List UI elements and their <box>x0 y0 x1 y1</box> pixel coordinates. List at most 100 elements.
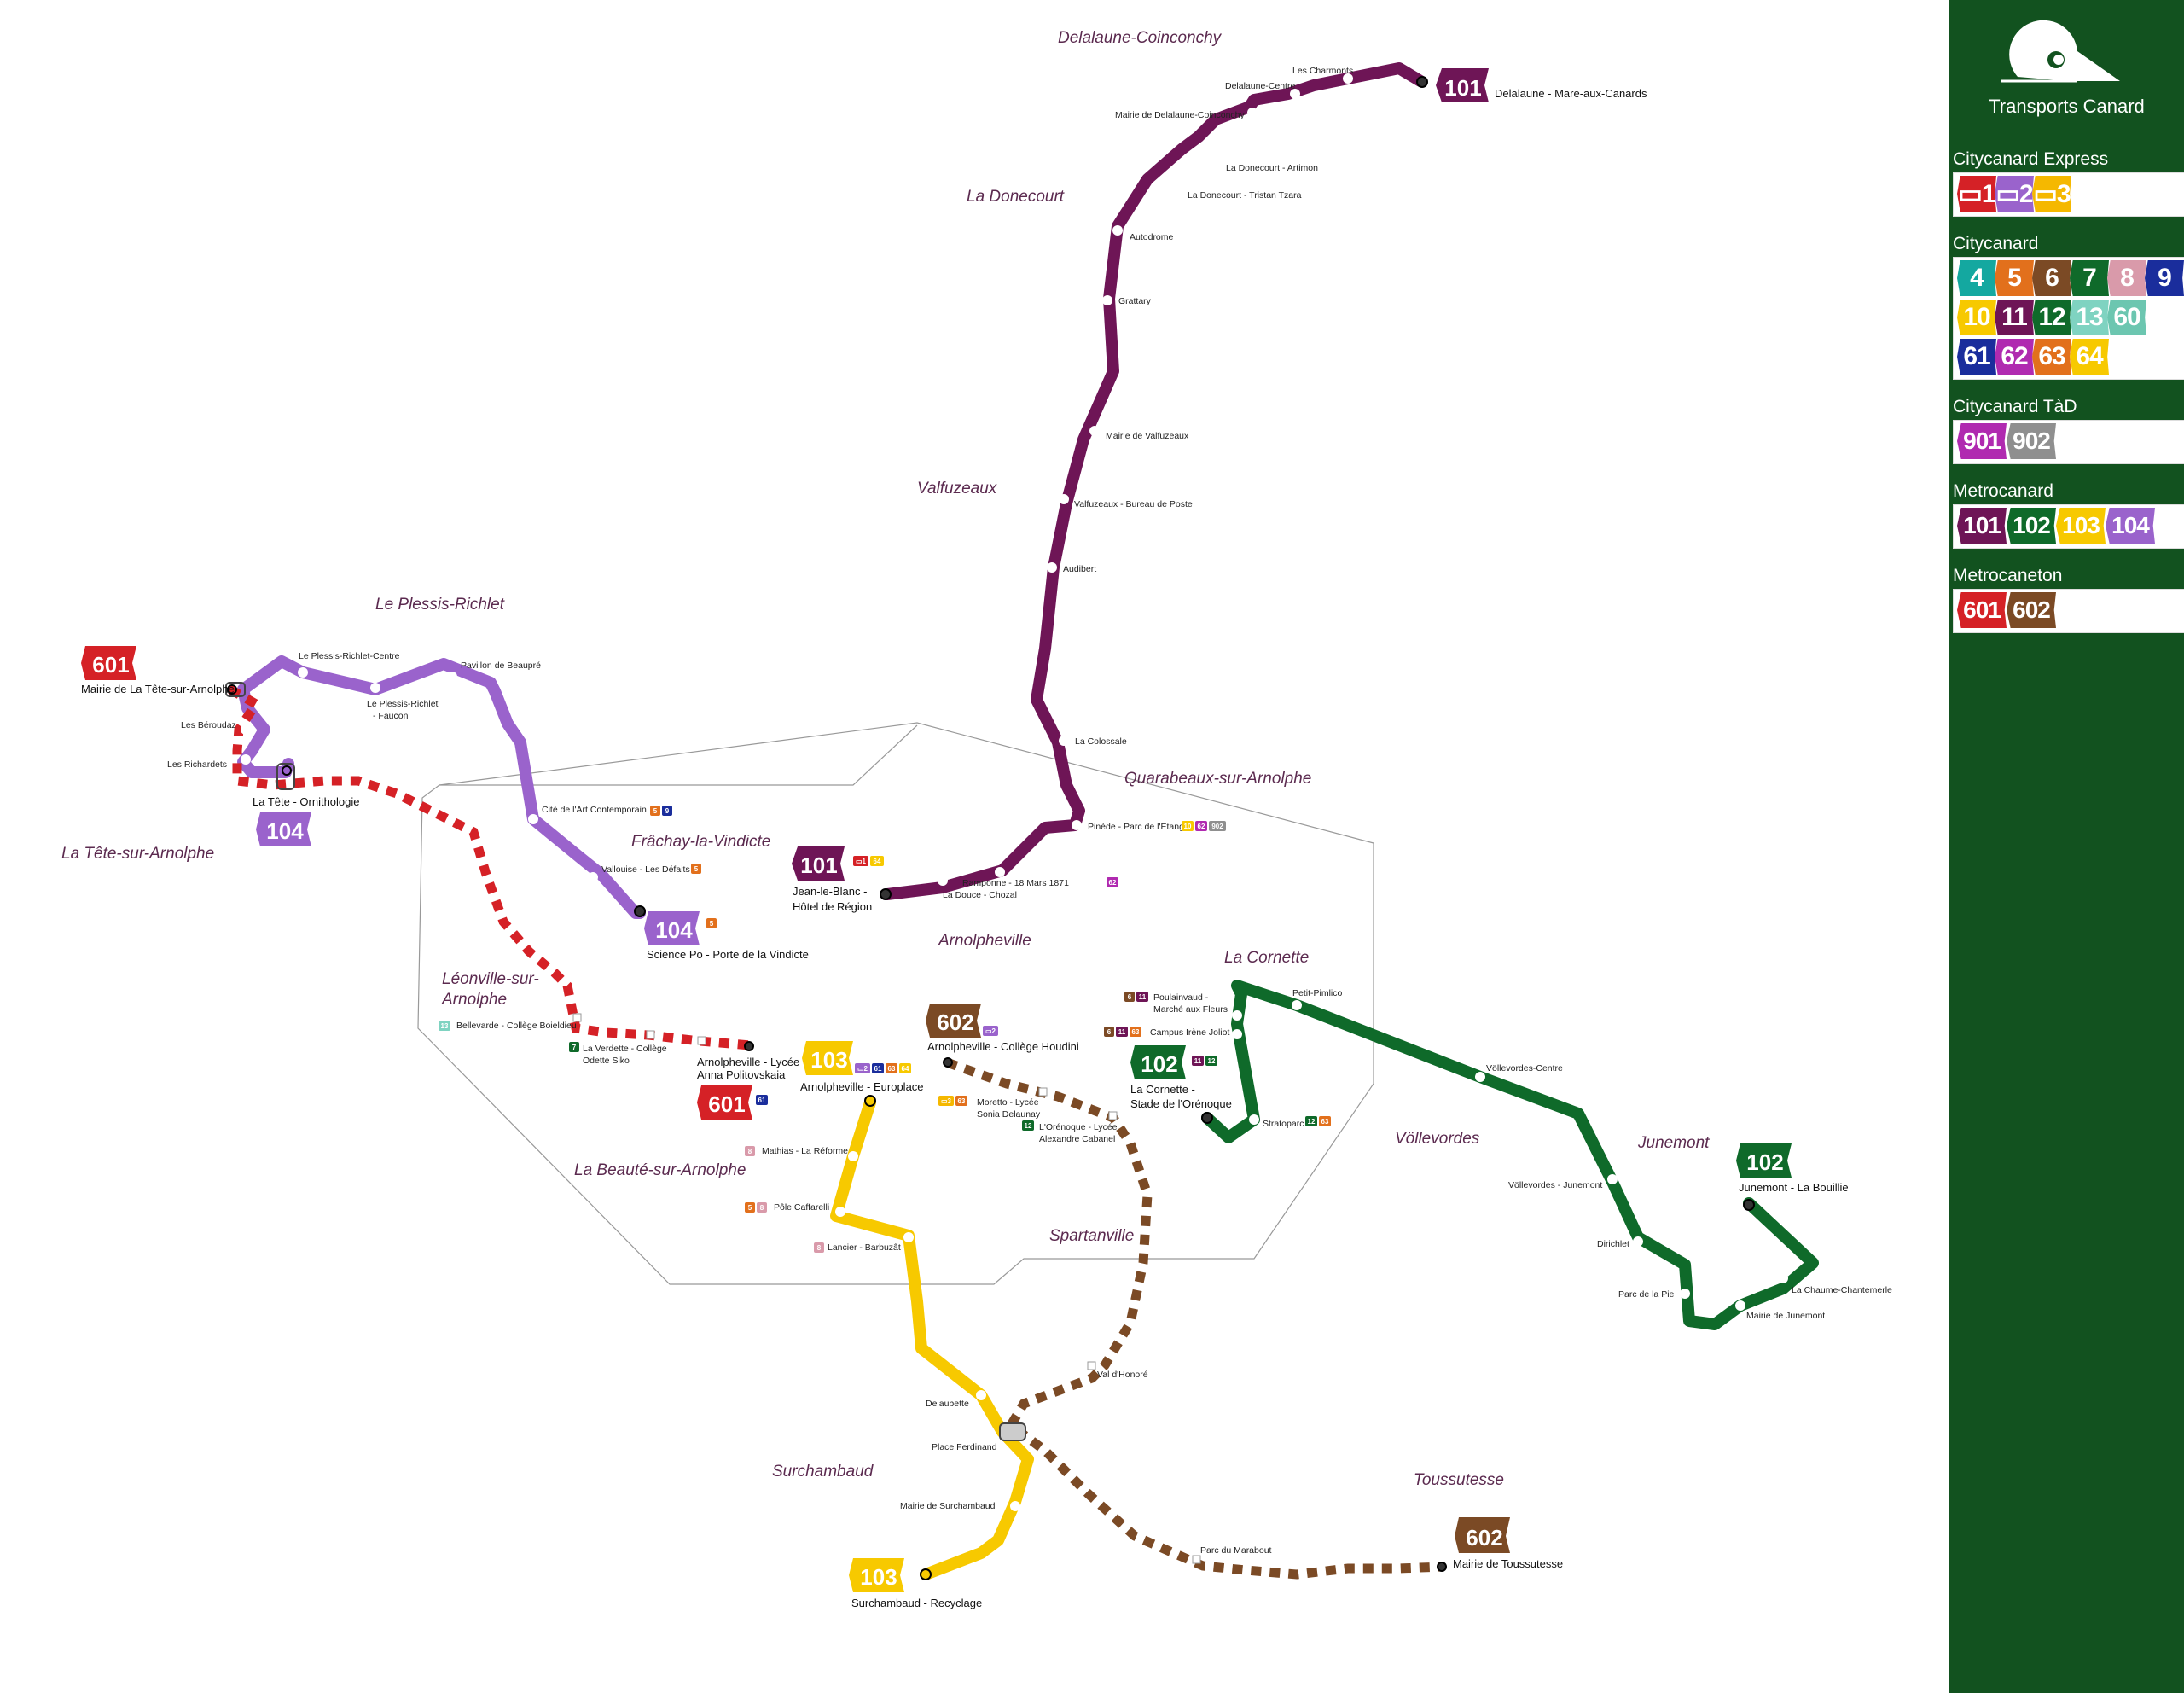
legend-line-badge[interactable]: 63 <box>2032 339 2071 375</box>
svg-text:63: 63 <box>1321 1118 1329 1126</box>
legend-line-badge[interactable]: 104 <box>2106 508 2155 544</box>
legend-line-badge[interactable]: 10 <box>1957 300 1996 335</box>
station-labels: Les Charmonts Delalaune-Centre Mairie de… <box>167 66 1892 1556</box>
svg-text:Parc de la Pie: Parc de la Pie <box>1618 1289 1675 1300</box>
svg-text:101: 101 <box>800 852 837 878</box>
svg-text:L'Orénoque - Lycée: L'Orénoque - Lycée <box>1039 1122 1118 1132</box>
legend-line-badge[interactable]: 7 <box>2070 260 2109 296</box>
svg-text:Science Po - Porte de la Vindi: Science Po - Porte de la Vindicte <box>647 948 809 961</box>
svg-text:601: 601 <box>708 1091 745 1117</box>
svg-text:12: 12 <box>1308 1118 1316 1126</box>
legend-line-badge[interactable]: ▭2 <box>1995 176 2034 212</box>
svg-text:64: 64 <box>874 858 881 865</box>
legend-line-badge[interactable]: 4 <box>1957 260 1996 296</box>
route-badges: 101 101 601 104 104 602 103 601 102 102 … <box>81 68 1792 1592</box>
badge-102: 102 <box>1736 1143 1792 1178</box>
legend-line-badge[interactable]: 5 <box>1995 260 2034 296</box>
svg-text:Mathias - La Réforme: Mathias - La Réforme <box>762 1146 848 1156</box>
svg-text:602: 602 <box>937 1009 973 1035</box>
svg-text:5: 5 <box>694 865 699 873</box>
legend-line-badge[interactable]: 60 <box>2107 300 2146 335</box>
legend-line-badge[interactable]: 64 <box>2070 339 2109 375</box>
svg-text:104: 104 <box>655 917 693 943</box>
svg-text:Pavillon de Beaupré: Pavillon de Beaupré <box>461 660 541 671</box>
badge-601: 601 <box>81 646 136 680</box>
svg-text:Stade de l'Orénoque: Stade de l'Orénoque <box>1130 1097 1232 1110</box>
legend-line-badge[interactable]: 901 <box>1957 423 2007 459</box>
legend-line-badge[interactable]: 61 <box>1957 339 1996 375</box>
svg-text:Mairie de Surchambaud: Mairie de Surchambaud <box>900 1501 996 1511</box>
svg-text:La Donecourt - Tristan Tzara: La Donecourt - Tristan Tzara <box>1188 190 1302 201</box>
town-label: Arnolpheville <box>938 932 1031 950</box>
svg-text:Val d'Honoré: Val d'Honoré <box>1097 1370 1148 1380</box>
svg-text:- Faucon: - Faucon <box>373 711 409 721</box>
badge-102: 102 <box>1130 1045 1186 1079</box>
svg-text:La Tête - Ornithologie: La Tête - Ornithologie <box>253 795 360 808</box>
svg-text:103: 103 <box>810 1047 847 1073</box>
legend-box: ▭1▭2▭3 <box>1953 172 2184 217</box>
svg-text:Vallouise - Les Défaits: Vallouise - Les Défaits <box>601 864 690 875</box>
svg-text:Delalaune - Mare-aux-Canards: Delalaune - Mare-aux-Canards <box>1495 87 1647 100</box>
legend-line-badge[interactable]: 103 <box>2056 508 2106 544</box>
legend-line-badge[interactable]: 6 <box>2032 260 2071 296</box>
svg-text:La Cornette -: La Cornette - <box>1130 1083 1195 1096</box>
svg-text:Audibert: Audibert <box>1063 564 1096 574</box>
legend-title: Metrocanard <box>1953 481 2053 501</box>
badge-103: 103 <box>802 1041 853 1075</box>
svg-text:Pôle Caffarelli: Pôle Caffarelli <box>774 1202 829 1213</box>
svg-text:Odette Siko: Odette Siko <box>583 1056 630 1066</box>
svg-text:Delaubette: Delaubette <box>926 1399 969 1409</box>
town-label: La Tête-sur-Arnolphe <box>61 845 214 863</box>
town-label: Völlevordes <box>1395 1130 1480 1148</box>
legend-line-badge[interactable]: 11 <box>1995 300 2034 335</box>
svg-text:5: 5 <box>653 807 658 815</box>
legend-line-badge[interactable]: 102 <box>2007 508 2056 544</box>
brand-logo: Transports Canard <box>1949 17 2184 117</box>
line-601 <box>228 685 752 1050</box>
svg-text:Stratoparc: Stratoparc <box>1263 1119 1304 1129</box>
svg-text:▭3: ▭3 <box>941 1097 952 1105</box>
svg-text:8: 8 <box>748 1148 752 1155</box>
svg-text:104: 104 <box>266 818 304 844</box>
town-label: Spartanville <box>1049 1227 1134 1245</box>
svg-text:Moretto - Lycée: Moretto - Lycée <box>977 1097 1039 1108</box>
legend-line-badge[interactable]: 13 <box>2070 300 2109 335</box>
svg-text:13: 13 <box>441 1022 449 1030</box>
town-labels: Delalaune-Coinconchy La Donecourt Valfuz… <box>61 29 1710 1489</box>
legend-line-badge[interactable]: 101 <box>1957 508 2007 544</box>
town-label: Léonville-sur- <box>442 970 539 988</box>
brand-name: Transports Canard <box>1989 96 2145 117</box>
legend-line-badge[interactable]: 8 <box>2107 260 2146 296</box>
legend-line-badge[interactable]: 902 <box>2007 423 2056 459</box>
svg-text:6: 6 <box>1128 993 1132 1001</box>
legend-line-badge[interactable]: 62 <box>1995 339 2034 375</box>
town-label: Valfuzeaux <box>917 480 998 497</box>
svg-text:9: 9 <box>665 807 670 815</box>
svg-text:Mairie de Valfuzeaux: Mairie de Valfuzeaux <box>1106 431 1189 441</box>
line-102 <box>1201 980 1819 1330</box>
svg-text:La Colossale: La Colossale <box>1075 736 1127 747</box>
badge-602: 602 <box>1455 1517 1510 1553</box>
svg-text:63: 63 <box>888 1065 896 1073</box>
badge-101: 101 <box>1436 68 1489 102</box>
town-label: La Beauté-sur-Arnolphe <box>574 1161 746 1179</box>
svg-text:63: 63 <box>1132 1028 1140 1036</box>
svg-text:Autodrome: Autodrome <box>1130 232 1174 242</box>
legend-line-badge[interactable]: 602 <box>2007 592 2056 628</box>
legend-line-badge[interactable]: 12 <box>2032 300 2071 335</box>
svg-text:Surchambaud - Recyclage: Surchambaud - Recyclage <box>851 1597 982 1609</box>
legend-line-badge[interactable]: 601 <box>1957 592 2007 628</box>
svg-text:12: 12 <box>1208 1057 1216 1065</box>
badge-104: 104 <box>256 812 311 846</box>
legend-line-badge[interactable]: ▭3 <box>2032 176 2071 212</box>
legend-line-badge[interactable]: ▭1 <box>1957 176 1996 212</box>
svg-text:11: 11 <box>1194 1057 1202 1065</box>
transfer-badges: ▭1 64 10 62 902 62 5 9 5 5 13 7 61 ▭2 ▭2… <box>439 806 1331 1253</box>
svg-text:▭2: ▭2 <box>985 1027 996 1035</box>
legend-line-badge[interactable]: 9 <box>2145 260 2184 296</box>
svg-text:Arnolpheville - Lycée: Arnolpheville - Lycée <box>697 1056 799 1068</box>
svg-text:11: 11 <box>1118 1028 1126 1036</box>
svg-text:64: 64 <box>902 1065 909 1073</box>
svg-text:103: 103 <box>860 1564 897 1590</box>
